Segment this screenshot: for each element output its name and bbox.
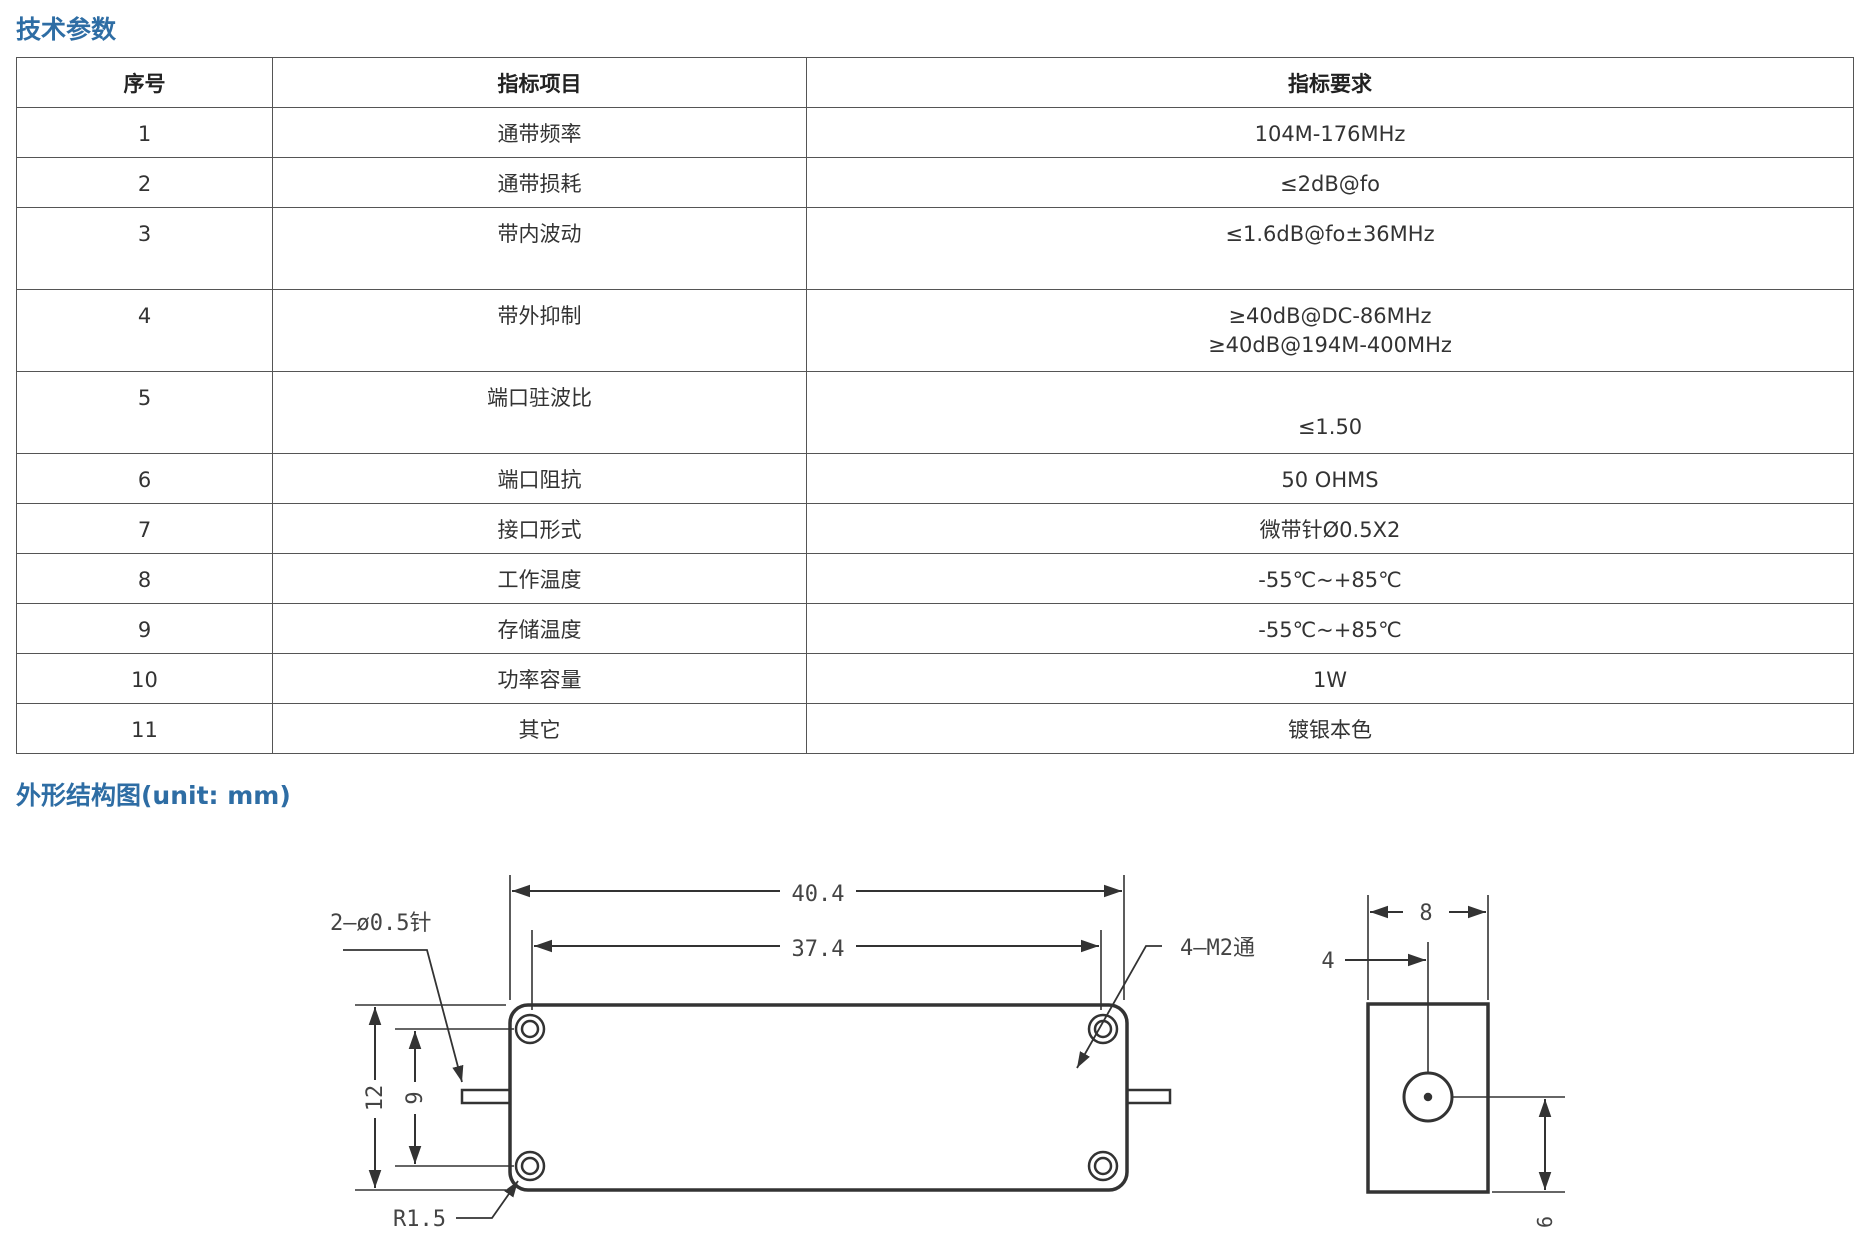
section-title-outline: 外形结构图(unit: mm)	[16, 781, 291, 810]
pin-left	[460, 1088, 512, 1105]
leader-pin	[343, 949, 464, 1083]
cell-no: 2	[16, 157, 273, 208]
requirement-line: ≥40dB@DC-86MHz	[1228, 304, 1432, 328]
table-row: 7 接口形式 微带针Ø0.5X2	[16, 503, 1854, 554]
label-8: 8	[1419, 901, 1432, 926]
cell-no: 9	[16, 603, 273, 654]
table-row: 8 工作温度 -55℃~+85℃	[16, 553, 1854, 604]
cell-requirement: -55℃~+85℃	[806, 553, 1854, 604]
label-4: 4	[1321, 949, 1334, 974]
cell-requirement: 微带针Ø0.5X2	[806, 503, 1854, 554]
cell-item: 通带损耗	[272, 157, 807, 208]
cell-requirement: ≤1.50	[806, 371, 1854, 454]
label-37-4: 37.4	[792, 937, 845, 962]
cell-no: 4	[16, 289, 273, 372]
table-row: 2 通带损耗 ≤2dB@fo	[16, 157, 1854, 208]
cell-requirement: 1W	[806, 653, 1854, 704]
table-row: 11 其它 镀银本色	[16, 703, 1854, 754]
cell-requirement: ≤2dB@fo	[806, 157, 1854, 208]
cell-item: 其它	[272, 703, 807, 754]
table-header-row: 序号 指标项目 指标要求	[16, 57, 1854, 108]
label-radius: R1.5	[393, 1207, 446, 1232]
cell-item: 带外抑制	[272, 289, 807, 372]
table-row: 5 端口驻波比 ≤1.50	[16, 371, 1854, 454]
spec-table: 序号 指标项目 指标要求 1 通带频率 104M-176MHz 2 通带损耗 ≤…	[16, 57, 1854, 754]
label-12: 12	[363, 1085, 388, 1112]
cell-no: 3	[16, 207, 273, 290]
header-item: 指标项目	[272, 57, 807, 108]
label-40-4: 40.4	[792, 882, 845, 907]
cell-requirement: -55℃~+85℃	[806, 603, 1854, 654]
label-holes: 4–M2通	[1180, 936, 1255, 961]
cell-requirement: ≥40dB@DC-86MHz ≥40dB@194M-400MHz	[806, 289, 1854, 372]
cell-requirement: 104M-176MHz	[806, 107, 1854, 158]
cell-item: 端口阻抗	[272, 453, 807, 504]
cell-item: 工作温度	[272, 553, 807, 604]
cell-item: 端口驻波比	[272, 371, 807, 454]
leader-radius	[456, 1180, 519, 1219]
cell-item: 功率容量	[272, 653, 807, 704]
mounting-holes	[514, 1013, 1119, 1182]
table-row: 10 功率容量 1W	[16, 653, 1854, 704]
leader-hole	[1076, 945, 1162, 1069]
table-row: 6 端口阻抗 50 OHMS	[16, 453, 1854, 504]
requirement-line: ≥40dB@194M-400MHz	[1208, 333, 1452, 357]
cell-no: 11	[16, 703, 273, 754]
cell-requirement: ≤1.6dB@fo±36MHz	[806, 207, 1854, 290]
label-9: 9	[403, 1091, 428, 1104]
table-row: 3 带内波动 ≤1.6dB@fo±36MHz	[16, 207, 1854, 290]
cell-no: 1	[16, 107, 273, 158]
table-row: 1 通带频率 104M-176MHz	[16, 107, 1854, 158]
cell-item: 存储温度	[272, 603, 807, 654]
outline-drawing: 40.4 37.4 2–ø0.5针 4–M2通 R1.5 12 9 8 4 6	[330, 875, 1565, 1232]
section-title-specs: 技术参数	[16, 15, 117, 44]
table-row: 4 带外抑制 ≥40dB@DC-86MHz ≥40dB@194M-400MHz	[16, 289, 1854, 372]
requirement-line: ≤1.50	[1297, 415, 1363, 439]
label-pin: 2–ø0.5针	[330, 911, 431, 936]
header-no: 序号	[16, 57, 273, 108]
filter-body	[508, 1003, 1129, 1192]
cell-no: 8	[16, 553, 273, 604]
cell-no: 5	[16, 371, 273, 454]
cell-item: 带内波动	[272, 207, 807, 290]
header-requirement: 指标要求	[806, 57, 1854, 108]
cell-no: 6	[16, 453, 273, 504]
cell-no: 10	[16, 653, 273, 704]
table-row: 9 存储温度 -55℃~+85℃	[16, 603, 1854, 654]
cell-item: 接口形式	[272, 503, 807, 554]
cell-no: 7	[16, 503, 273, 554]
cell-requirement: 50 OHMS	[806, 453, 1854, 504]
pin-right	[1125, 1088, 1172, 1105]
cell-item: 通带频率	[272, 107, 807, 158]
cell-requirement: 镀银本色	[806, 703, 1854, 754]
label-6: 6	[1533, 1216, 1557, 1228]
